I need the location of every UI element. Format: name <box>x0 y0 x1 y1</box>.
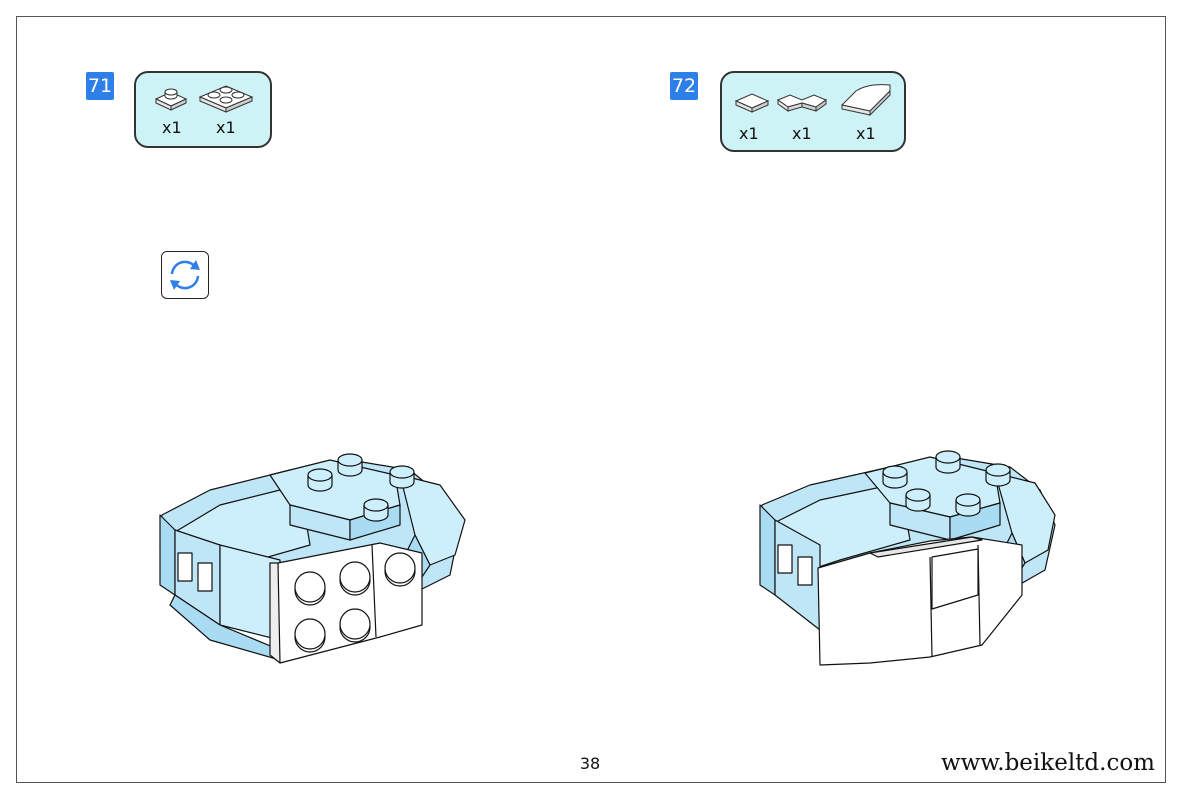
rotate-icon <box>161 251 209 299</box>
part-qty: x1 <box>856 124 876 143</box>
plate-2x2-icon <box>198 85 254 113</box>
step-number-72: 72 <box>670 72 698 100</box>
parts-callout-72: x1 x1 x1 <box>720 71 906 152</box>
page-number: 38 <box>579 754 601 773</box>
curved-slope-icon <box>840 84 891 117</box>
step-number-71: 71 <box>86 72 114 100</box>
part-qty: x1 <box>739 124 759 143</box>
part-qty: x1 <box>792 124 812 143</box>
model-step-72 <box>759 450 1056 666</box>
part-qty: x1 <box>162 118 182 137</box>
tile-1x1-icon <box>734 93 770 113</box>
plate-1x1-icon <box>154 88 188 111</box>
parts-callout-71: x1 x1 <box>134 71 272 148</box>
page-frame <box>16 16 1166 783</box>
tile-modified-icon <box>776 94 828 112</box>
model-step-71 <box>159 453 466 664</box>
part-qty: x1 <box>216 118 236 137</box>
website-url: www.beikeltd.com <box>940 750 1155 776</box>
